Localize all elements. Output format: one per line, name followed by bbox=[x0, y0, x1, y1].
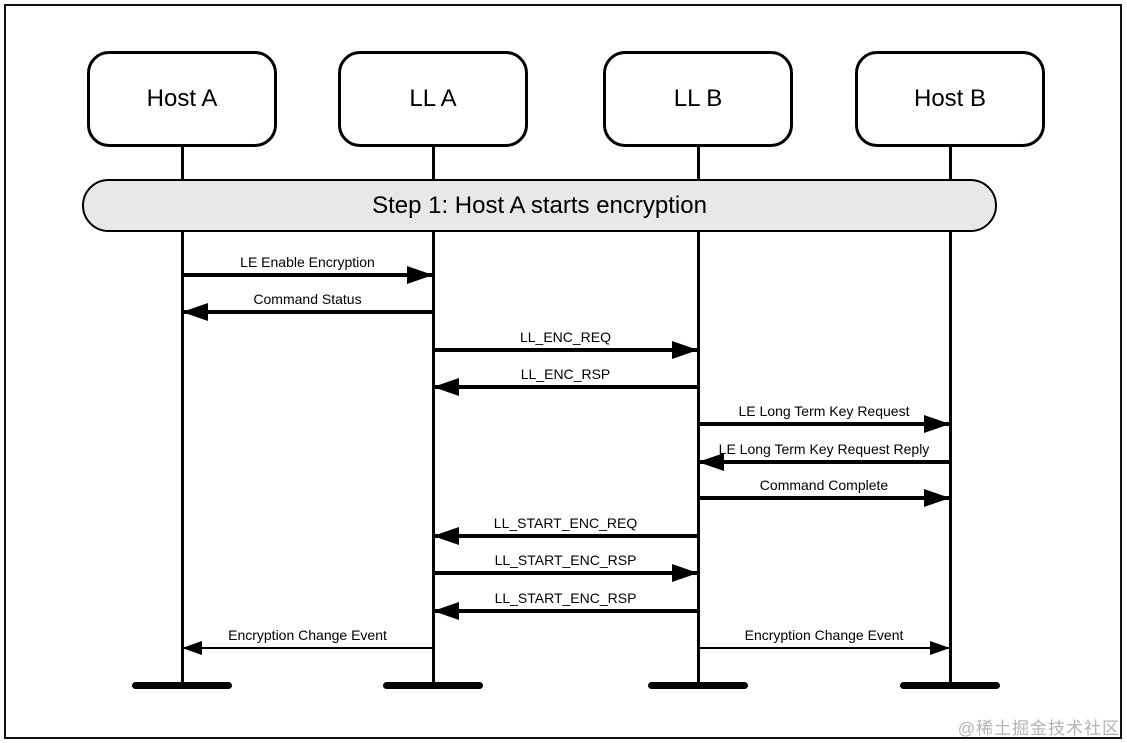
message-label: Encryption Change Event bbox=[228, 627, 387, 643]
arrowhead-icon bbox=[924, 415, 950, 433]
arrow-line bbox=[698, 460, 950, 464]
message-label: Encryption Change Event bbox=[744, 627, 904, 643]
message-encryption-change-event-a: Encryption Change Event bbox=[182, 622, 433, 655]
step-banner: Step 1: Host A starts encryption bbox=[82, 179, 997, 232]
message-label: LL_START_ENC_RSP bbox=[494, 552, 637, 568]
message-le-ltk-request-reply: LE Long Term Key Request Reply bbox=[698, 436, 950, 471]
participant-ll-b: LL B bbox=[603, 51, 793, 147]
arrow-line bbox=[433, 385, 698, 389]
arrow-line bbox=[433, 571, 698, 575]
arrowhead-icon bbox=[672, 564, 698, 582]
arrow-line bbox=[698, 647, 950, 649]
message-label: LE Long Term Key Request Reply bbox=[718, 441, 930, 457]
message-label: LL_START_ENC_RSP bbox=[494, 590, 637, 606]
lifeline-ll-a bbox=[431, 147, 435, 686]
arrow-line bbox=[182, 647, 433, 649]
arrow-line bbox=[433, 348, 698, 352]
arrowhead-icon bbox=[698, 453, 724, 471]
message-ll-start-enc-rsp-1: LL_START_ENC_RSP bbox=[433, 547, 698, 582]
message-ll-enc-rsp: LL_ENC_RSP bbox=[433, 361, 698, 396]
lifeline-end-bar-ll-a bbox=[383, 682, 483, 689]
message-label: Command Status bbox=[253, 291, 362, 307]
arrowhead-icon bbox=[433, 527, 459, 545]
arrow-line bbox=[698, 496, 950, 500]
participant-host-b: Host B bbox=[855, 51, 1045, 147]
lifeline-host-b bbox=[948, 147, 952, 686]
participant-label: LL A bbox=[409, 85, 457, 112]
lifeline-end-bar-host-b bbox=[900, 682, 1000, 689]
participant-label: Host B bbox=[913, 85, 987, 112]
message-ll-start-enc-req: LL_START_ENC_REQ bbox=[433, 510, 698, 545]
participant-label: Host A bbox=[146, 85, 218, 112]
lifeline-end-bar-host-a bbox=[132, 682, 232, 689]
message-label: LL_START_ENC_REQ bbox=[493, 515, 638, 531]
arrow-line bbox=[698, 422, 950, 426]
message-label: Command Complete bbox=[759, 477, 889, 493]
lifeline-ll-b bbox=[696, 147, 700, 686]
arrowhead-icon bbox=[433, 378, 459, 396]
arrowhead-icon bbox=[930, 641, 950, 655]
arrowhead-icon bbox=[924, 489, 950, 507]
message-le-enable-encryption: LE Enable Encryption bbox=[182, 249, 433, 284]
message-label: LL_ENC_REQ bbox=[519, 329, 612, 345]
message-label: LE Enable Encryption bbox=[240, 254, 375, 270]
message-encryption-change-event-b: Encryption Change Event bbox=[698, 622, 950, 655]
step-banner-label: Step 1: Host A starts encryption bbox=[372, 191, 707, 219]
lifeline-end-bar-ll-b bbox=[648, 682, 748, 689]
message-le-ltk-request: LE Long Term Key Request bbox=[698, 398, 950, 433]
arrowhead-icon bbox=[182, 641, 202, 655]
message-command-status: Command Status bbox=[182, 286, 433, 321]
participant-host-a: Host A bbox=[87, 51, 277, 147]
arrow-line bbox=[182, 273, 433, 277]
arrow-line bbox=[433, 534, 698, 538]
arrowhead-icon bbox=[182, 303, 208, 321]
lifeline-host-a bbox=[180, 147, 184, 686]
message-ll-start-enc-rsp-2: LL_START_ENC_RSP bbox=[433, 585, 698, 620]
arrow-line bbox=[182, 310, 433, 314]
message-ll-enc-req: LL_ENC_REQ bbox=[433, 324, 698, 359]
arrow-line bbox=[433, 609, 698, 613]
message-command-complete: Command Complete bbox=[698, 472, 950, 507]
arrowhead-icon bbox=[433, 602, 459, 620]
message-label: LE Long Term Key Request bbox=[738, 403, 910, 419]
participant-ll-a: LL A bbox=[338, 51, 528, 147]
juejin-watermark: @稀土掘金技术社区 bbox=[957, 719, 1120, 738]
message-label: LL_ENC_RSP bbox=[520, 366, 611, 382]
arrowhead-icon bbox=[672, 341, 698, 359]
arrowhead-icon bbox=[407, 266, 433, 284]
participant-label: LL B bbox=[673, 85, 723, 112]
